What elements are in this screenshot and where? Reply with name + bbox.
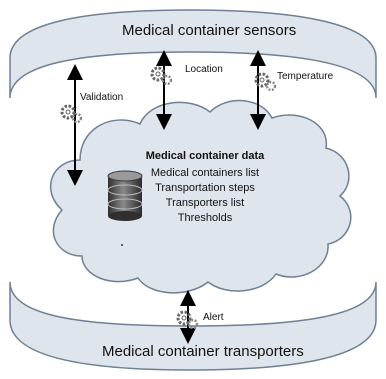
gear-icon (176, 310, 199, 330)
sensors-band (9, 9, 377, 99)
stray-mark (121, 244, 123, 246)
validation-label: Validation (80, 92, 124, 103)
location-label: Location (185, 64, 223, 75)
gear-icon (150, 66, 173, 86)
sensors-band-label: Medical container sensors (122, 22, 297, 39)
cloud-title: Medical container data (145, 150, 265, 162)
cloud-item-containers: Medical containers list (150, 167, 260, 179)
gear-icon (254, 72, 277, 92)
cloud-data-block: Medical container data Medical container… (140, 150, 270, 226)
alert-label: Alert (203, 312, 224, 323)
cloud-item-transporters: Transporters list (165, 197, 245, 209)
cloud-item-thresholds: Thresholds (177, 212, 233, 224)
cloud-item-steps: Transportation steps (155, 182, 255, 194)
temperature-label: Temperature (277, 71, 334, 82)
gear-icon (60, 104, 83, 124)
database-icon (107, 170, 143, 221)
data-cloud (50, 99, 352, 294)
transporters-band-label: Medical container transporters (102, 343, 304, 360)
